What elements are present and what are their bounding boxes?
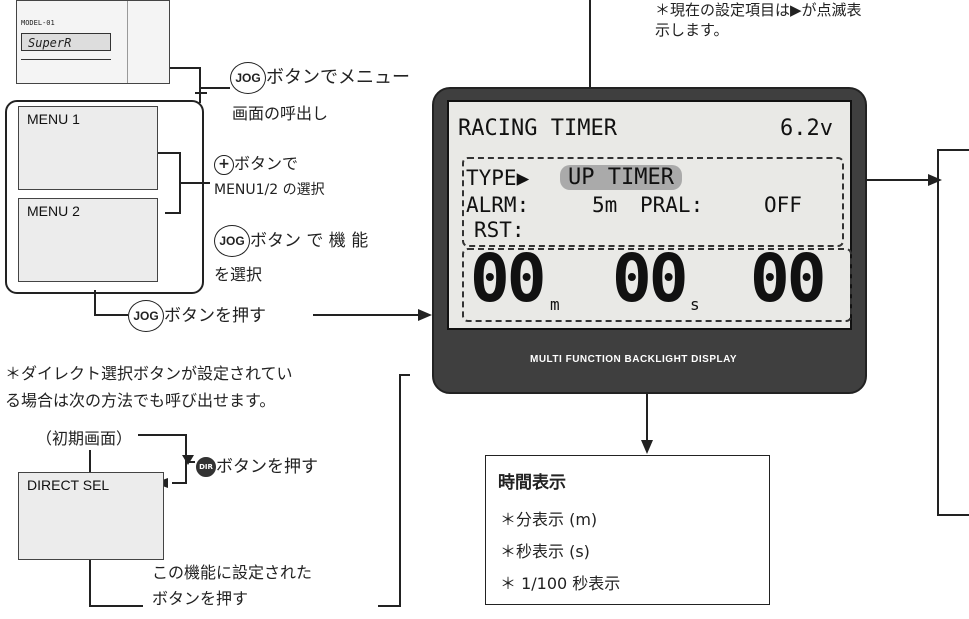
time-box-title: 時間表示 xyxy=(498,473,566,493)
plus-button-icon: + xyxy=(214,154,234,175)
func-button-text: この機能に設定された ボタンを押す xyxy=(152,563,313,608)
jog-func-text: ボタン で 機 能 xyxy=(250,231,369,251)
lcd-settings-frame xyxy=(462,157,844,247)
time-box-item: ＊ 1/100 秒表示 xyxy=(500,574,621,593)
jog-push-text: ボタンを押す xyxy=(164,306,266,326)
lcd-type-label: TYPE▶ xyxy=(466,166,530,190)
jog-button-icon: JOG xyxy=(128,300,164,332)
time-box-item: ＊分表示 (m) xyxy=(500,510,598,529)
thumb-logo: SuperR xyxy=(21,33,111,51)
direct-sel-label: DIRECT SEL xyxy=(27,477,110,493)
menu1-screen: MENU 1 xyxy=(18,106,158,190)
menu12-text: MENU1/2 の選択 xyxy=(214,182,325,198)
lcd-alrm-value: 5m xyxy=(592,193,618,217)
transmitter-thumbnail: MODEL-01 SuperR xyxy=(16,0,170,84)
lcd-voltage: 6.2v xyxy=(780,116,833,141)
lcd-pral-value: OFF xyxy=(764,193,802,217)
lcd-minutes: 00 xyxy=(470,240,547,317)
lcd-rst-label: RST: xyxy=(474,218,525,242)
dir-button-icon: DIR xyxy=(196,457,216,477)
menu-call-text: 画面の呼出し xyxy=(232,104,329,123)
dir-push-text: ボタンを押す xyxy=(216,457,318,477)
jog-menu-text: ボタンでメニュー xyxy=(266,67,410,88)
lcd-pral-label: PRAL: xyxy=(640,193,704,217)
time-display-box: 時間表示 ＊分表示 (m) ＊秒表示 (s) ＊ 1/100 秒表示 xyxy=(485,455,770,605)
lcd-title: RACING TIMER xyxy=(458,116,617,141)
lcd-unit-s: s xyxy=(690,295,700,314)
menu2-screen: MENU 2 xyxy=(18,198,158,282)
plus-text: ボタンで xyxy=(234,154,299,173)
lcd-screen xyxy=(447,100,852,330)
top-note: ＊現在の設定項目は▶が点滅表 示します。 xyxy=(655,1,862,39)
jog-button-icon: JOG xyxy=(230,62,266,94)
direct-sel-screen: DIRECT SEL xyxy=(18,472,164,560)
thumb-model-line: MODEL-01 xyxy=(21,19,55,27)
select-text: を選択 xyxy=(214,265,263,284)
initial-screen-text: （初期画面） xyxy=(36,429,133,448)
lcd-unit-m: m xyxy=(550,295,560,314)
lcd-centiseconds: 00 xyxy=(750,240,827,317)
menu-frame xyxy=(5,100,204,294)
jog-button-icon: JOG xyxy=(214,225,250,257)
thumb-divider xyxy=(21,59,111,60)
lcd-type-value: UP TIMER xyxy=(560,165,682,190)
time-box-item: ＊秒表示 (s) xyxy=(500,542,590,561)
plus-row: +ボタンで xyxy=(214,150,298,175)
lcd-digits-frame xyxy=(462,248,852,322)
direct-note: ＊ダイレクト選択ボタンが設定されてい る場合は次の方法でも呼び出せます。 xyxy=(5,364,293,410)
menu1-label: MENU 1 xyxy=(27,111,80,127)
lcd-footer: MULTI FUNCTION BACKLIGHT DISPLAY xyxy=(530,354,738,365)
lcd-seconds: 00 xyxy=(612,240,689,317)
thumb-divider-v xyxy=(127,1,128,83)
lcd-alrm-label: ALRM: xyxy=(466,193,530,217)
menu2-label: MENU 2 xyxy=(27,203,80,219)
